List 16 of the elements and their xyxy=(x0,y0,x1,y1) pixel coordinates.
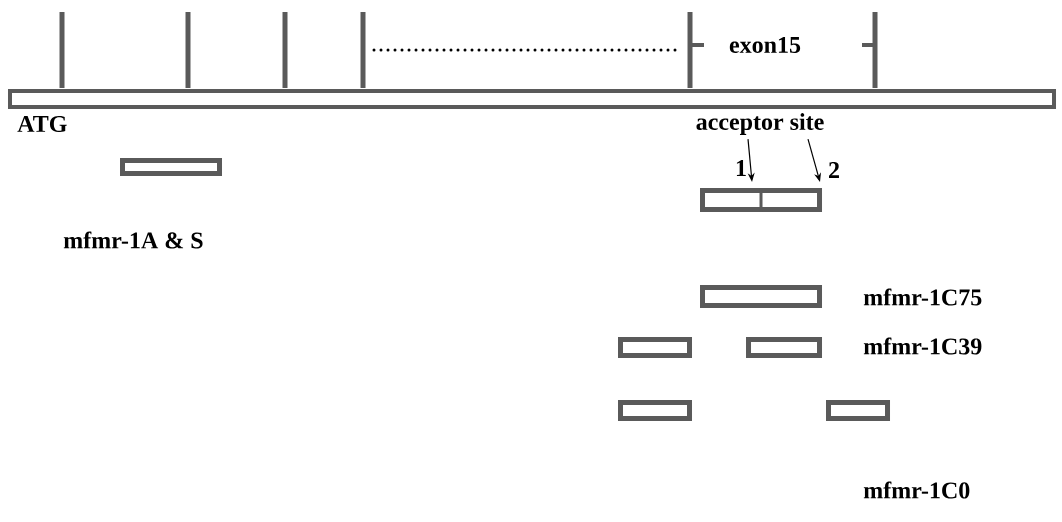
site-number: 2 xyxy=(829,162,839,178)
transcript-bar xyxy=(700,188,822,212)
transcript-label: mfmr-1A & S xyxy=(63,231,203,249)
transcript-label: mfmr-1C75 xyxy=(863,288,982,306)
transcript-bar xyxy=(700,285,822,308)
transcript-label: mfmr-1C39 xyxy=(863,337,982,355)
transcript-label: mfmr-1C0 xyxy=(863,481,970,499)
transcript-bar xyxy=(746,337,822,358)
site-label: acceptor site xyxy=(696,113,824,135)
transcript-bar xyxy=(618,337,692,358)
exon-label: exon15 xyxy=(729,36,801,54)
transcript-bar xyxy=(618,400,692,421)
transcript-bar xyxy=(120,158,222,176)
start-codon-label: ATG xyxy=(17,115,67,133)
transcript-bar xyxy=(826,400,890,421)
site-number: 1 xyxy=(736,160,746,176)
